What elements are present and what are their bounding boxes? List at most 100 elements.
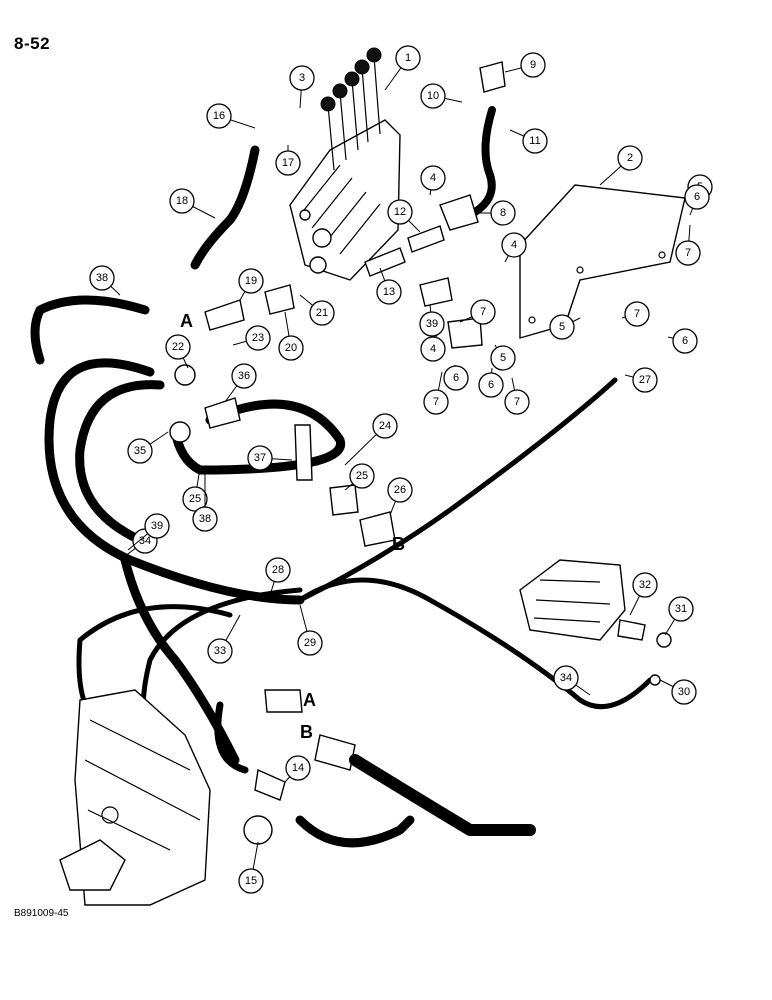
- callout-10: 10: [420, 83, 446, 109]
- callout-6: 6: [443, 365, 469, 391]
- callout-circle: [490, 200, 516, 226]
- connector-14: [364, 247, 406, 277]
- callout-circle: [420, 336, 446, 362]
- elbow-23: [174, 364, 196, 386]
- callout-circle: [443, 365, 469, 391]
- callout-4: 4: [420, 336, 446, 362]
- callout-number: 10: [427, 90, 439, 102]
- callout-23: 23: [245, 325, 271, 351]
- callout-8: 8: [490, 200, 516, 226]
- callout-5: 5: [490, 345, 516, 371]
- callout-6: 6: [672, 328, 698, 354]
- callout-circle: [309, 300, 335, 326]
- callout-number: 4: [511, 239, 517, 251]
- callout-circle: [617, 145, 643, 171]
- callout-circle: [349, 463, 375, 489]
- callout-number: 14: [292, 762, 304, 774]
- callout-circle: [395, 45, 421, 71]
- callout-34: 34: [553, 665, 579, 691]
- fitting-A-lower: [264, 689, 303, 713]
- callout-number: 4: [430, 172, 436, 184]
- callout-circle: [675, 240, 701, 266]
- callout-number: 36: [238, 370, 250, 382]
- callout-number: 12: [394, 206, 406, 218]
- callout-circle: [376, 279, 402, 305]
- callout-number: 15: [245, 875, 257, 887]
- callout-number: 32: [639, 579, 651, 591]
- callout-9: 9: [520, 52, 546, 78]
- callout-number: 39: [151, 520, 163, 532]
- coupler-27: [359, 511, 396, 547]
- callout-27: 27: [632, 367, 658, 393]
- callout-35: 35: [127, 438, 153, 464]
- callout-number: 5: [500, 352, 506, 364]
- callout-circle: [501, 232, 527, 258]
- callout-circle: [671, 679, 697, 705]
- elbow-fitting-10: [479, 61, 506, 93]
- callout-number: 16: [213, 110, 225, 122]
- callout-circle: [231, 363, 257, 389]
- callout-5: 5: [549, 314, 575, 340]
- callout-circle: [478, 372, 504, 398]
- callout-number: 34: [139, 535, 151, 547]
- callout-number: 1: [405, 52, 411, 64]
- pump-assembly: [59, 689, 211, 906]
- callout-16: 16: [206, 103, 232, 129]
- callout-26: 26: [387, 477, 413, 503]
- callout-29: 29: [297, 630, 323, 656]
- callout-circle: [192, 506, 218, 532]
- callout-number: 29: [304, 637, 316, 649]
- callout-number: 24: [379, 420, 391, 432]
- callout-13: 13: [376, 279, 402, 305]
- callout-number: 2: [627, 152, 633, 164]
- callout-circle: [419, 311, 445, 337]
- callout-39: 39: [419, 311, 445, 337]
- callout-7: 7: [624, 301, 650, 327]
- callout-1: 1: [395, 45, 421, 71]
- callout-circle: [275, 150, 301, 176]
- callout-4: 4: [420, 165, 446, 191]
- callout-circle: [165, 334, 191, 360]
- callout-circle: [624, 301, 650, 327]
- callout-21: 21: [309, 300, 335, 326]
- callout-number: 37: [254, 452, 266, 464]
- callout-2: 2: [617, 145, 643, 171]
- callout-circle: [144, 513, 170, 539]
- callout-36: 36: [231, 363, 257, 389]
- callout-38: 38: [192, 506, 218, 532]
- fitting-20: [204, 299, 245, 331]
- callout-layer: 1234445556666777778910111213141516171819…: [89, 45, 713, 894]
- callout-24: 24: [372, 413, 398, 439]
- callout-number: 6: [694, 191, 700, 203]
- elbow-40: [419, 277, 453, 307]
- callout-circle: [89, 265, 115, 291]
- callout-11: 11: [522, 128, 548, 154]
- adapter-37: [204, 397, 241, 429]
- page-number: 8-52: [14, 34, 51, 53]
- callout-number: 6: [682, 335, 688, 347]
- callout-number: 38: [199, 513, 211, 525]
- callout-25: 25: [182, 486, 208, 512]
- callout-circle: [238, 868, 264, 894]
- callout-25: 25: [349, 463, 375, 489]
- callout-circle: [278, 335, 304, 361]
- callout-number: 7: [480, 306, 486, 318]
- tee-15: [254, 768, 286, 801]
- drawing-id: B891009-45: [14, 908, 69, 919]
- connection-letter: B: [300, 722, 313, 742]
- callout-39: 39: [144, 513, 170, 539]
- auxiliary-valve: [519, 559, 646, 641]
- callout-circle: [372, 413, 398, 439]
- callout-number: 23: [252, 332, 264, 344]
- fitting-31: [649, 674, 661, 686]
- callout-number: 22: [172, 341, 184, 353]
- callout-30: 30: [671, 679, 697, 705]
- callout-3: 3: [289, 65, 315, 91]
- valve-bracket: [519, 184, 686, 339]
- callout-number: 9: [530, 59, 536, 71]
- callout-circle: [420, 165, 446, 191]
- callout-circle: [684, 184, 710, 210]
- callout-number: 25: [189, 493, 201, 505]
- callout-38: 38: [89, 265, 115, 291]
- callout-number: 11: [529, 135, 540, 147]
